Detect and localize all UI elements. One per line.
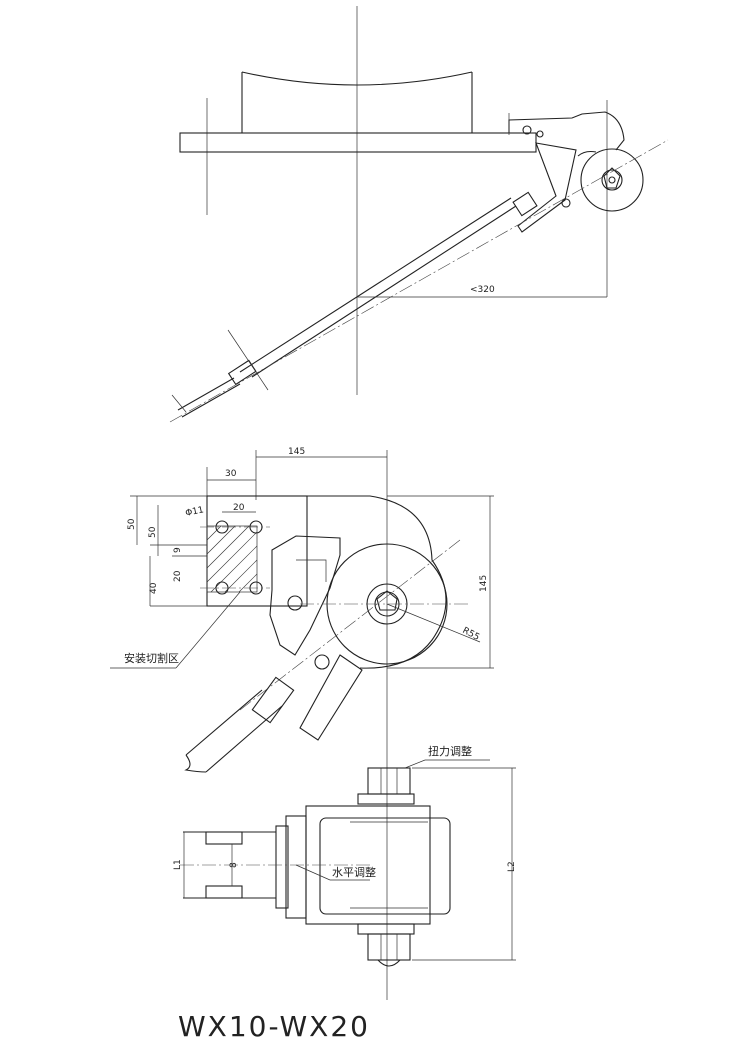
label-mount-cut: 安装切割区: [124, 651, 179, 665]
dim-20-top: 20: [233, 503, 245, 513]
label-torque-adjust: 扭力调整: [428, 744, 472, 758]
side-view: 扭力调整 8 L1 水平调整 L2: [173, 744, 517, 967]
lever-rod-upper: [251, 205, 517, 378]
dim-145-top: 145: [288, 447, 305, 457]
dim-9: 9: [173, 547, 183, 553]
dim-30: 30: [225, 469, 237, 479]
label-level-adjust: 水平调整: [332, 865, 376, 879]
cut-zone-rect: [206, 525, 258, 593]
model-label: WX10-WX20: [178, 1010, 370, 1043]
radius-leader: [386, 603, 481, 643]
dim-20-side: 20: [173, 570, 183, 582]
roller-top-curve: [241, 71, 473, 86]
dim-40: 40: [149, 582, 159, 594]
swing-arm: [269, 535, 341, 656]
side-roller: [319, 817, 451, 915]
cut-zone-hatching: [206, 525, 258, 593]
dim-R55: R55: [461, 626, 481, 643]
dim-L1: L1: [173, 859, 183, 870]
dim-50-outer: 50: [127, 518, 137, 530]
arm-axis: [239, 539, 461, 711]
dim-phi11: Φ11: [185, 505, 205, 519]
arm-pivot: [287, 595, 303, 611]
rod-axis: [169, 139, 669, 423]
dim-145-side: 145: [479, 575, 489, 592]
mounting-plate: [179, 132, 537, 153]
dim-8: 8: [229, 862, 239, 868]
rod-sleeve: [251, 676, 295, 724]
bracket-outline: [508, 111, 625, 151]
dim-50-inner: 50: [148, 526, 158, 538]
dim-320-text: <320: [470, 285, 495, 295]
arm-link: [517, 142, 577, 233]
roller-wheel: [580, 148, 644, 212]
lever-rod-lower: [239, 197, 512, 373]
torque-adjust-nut: [367, 767, 411, 795]
rod-pin: [314, 654, 330, 670]
front-view: 145 30 20 Φ11 50 50 9 20: [110, 447, 494, 1000]
top-view: <320: [169, 6, 669, 423]
dim-L2: L2: [507, 861, 517, 872]
